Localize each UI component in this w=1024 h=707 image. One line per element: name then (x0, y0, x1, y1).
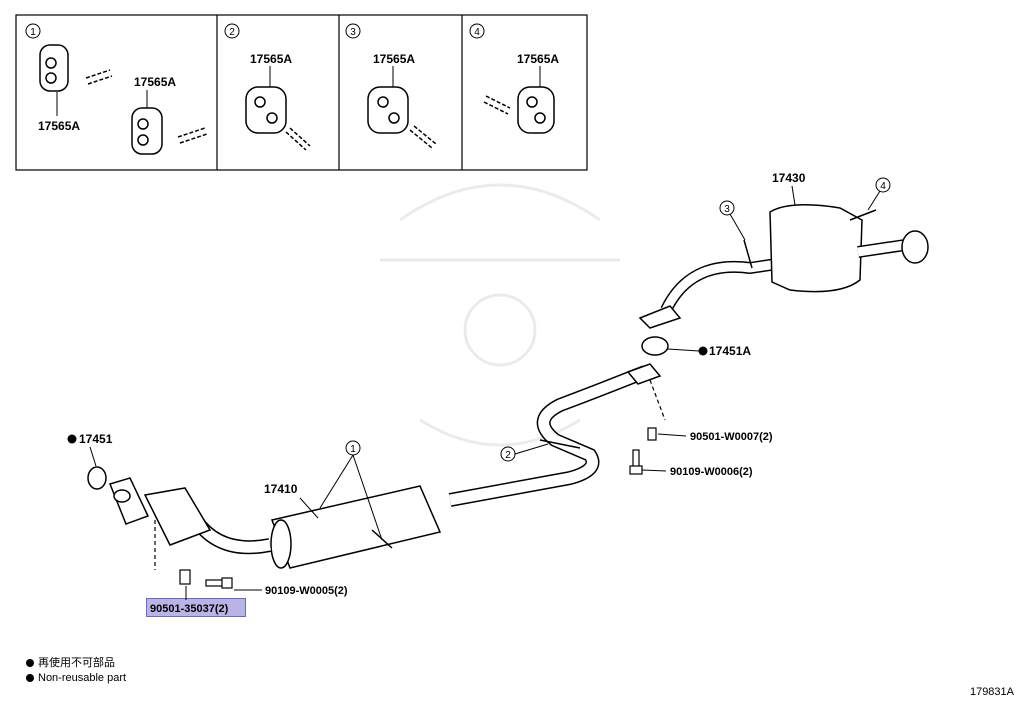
panel-1-number: 1 (30, 27, 36, 38)
gasket-rear (641, 336, 669, 356)
non-reusable-dot-17451a (698, 346, 708, 356)
part-17410-label: 17410 (264, 482, 298, 496)
panel-numbers: 1 2 3 4 (25, 23, 485, 39)
part-17430-label: 17430 (772, 171, 806, 185)
gasket-front (87, 466, 107, 490)
panel-2-hanger (245, 66, 311, 151)
panel-1-label-a: 17565A (38, 119, 80, 133)
part-17451a-label: 17451A (709, 344, 751, 358)
panel-2-label: 17565A (250, 52, 292, 66)
center-pipe-assembly (108, 363, 662, 569)
legend-dot-icon (26, 674, 34, 683)
tail-muffler (638, 204, 929, 329)
callout-3: 3 (724, 204, 730, 215)
panel-4-number: 4 (474, 27, 480, 38)
legend-ja: 再使用不可部品 (26, 656, 115, 670)
part-90109-w0005-label: 90109-W0005(2) (265, 585, 348, 597)
panel-3-number: 3 (350, 27, 356, 38)
panel-3-label: 17565A (373, 52, 415, 66)
legend-en-text: Non-reusable part (38, 672, 127, 684)
panels-frame (15, 14, 588, 171)
callout-2: 2 (505, 450, 511, 461)
panel-1-hangers (39, 44, 208, 155)
panel-3-hanger (367, 66, 437, 149)
callouts (319, 177, 891, 541)
part-90501-w0007-label: 90501-W0007(2) (690, 431, 773, 443)
callout-4: 4 (880, 181, 886, 192)
legend-en: Non-reusable part (26, 671, 126, 685)
legend-ja-text: 再使用不可部品 (38, 657, 115, 669)
part-90109-w0006-label: 90109-W0006(2) (670, 466, 753, 478)
legend-dot-icon (26, 659, 34, 668)
non-reusable-dot-17451 (67, 434, 77, 444)
figure-id: 179831A (969, 686, 1014, 698)
highlight-selected-part (146, 598, 246, 617)
panel-4-hanger (483, 66, 555, 134)
front-fasteners (154, 520, 233, 589)
panel-1-label-b: 17565A (134, 75, 176, 89)
part-90501-35037-label: 90501-35037(2) (150, 603, 229, 615)
panel-4-label: 17565A (517, 52, 559, 66)
part-17451-label: 17451 (79, 432, 113, 446)
panel-2-number: 2 (229, 27, 235, 38)
watermark-logo (380, 183, 620, 447)
rear-fasteners (629, 379, 666, 475)
callout-1: 1 (350, 444, 356, 455)
